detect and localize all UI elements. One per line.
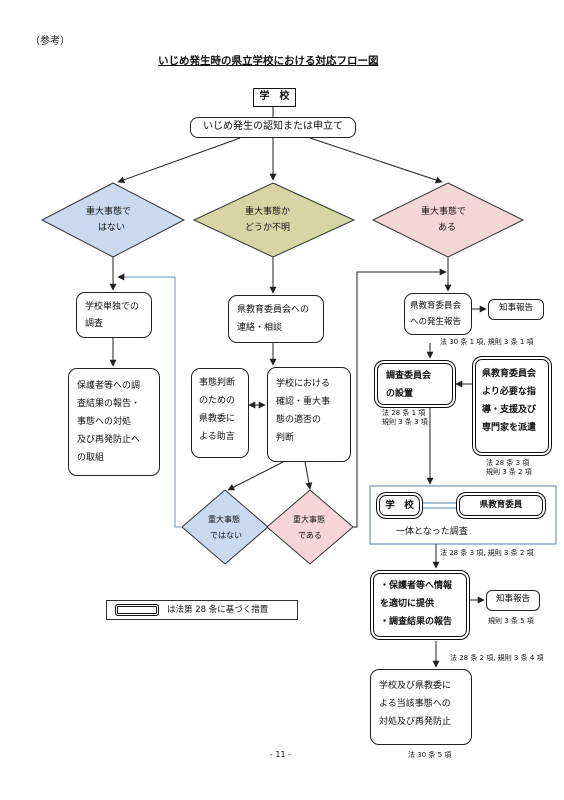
committee-line1: 調査委員会 bbox=[386, 371, 432, 381]
governor-report-2-box: 知事報告 bbox=[486, 590, 540, 611]
advice-line3: 県教委に bbox=[199, 414, 236, 424]
dispatch-box: 県教育委員会 より必要な指 導・支援及び 専門家を派遣 bbox=[472, 356, 552, 456]
law-ref-6: 法 28 条 2 項, 規則 3 条 4 項 bbox=[450, 654, 544, 662]
occurrence-report-line1: 県教育委員会 bbox=[410, 301, 462, 311]
info-provide-line1: ・保護者等へ情報 bbox=[380, 581, 453, 591]
school-survey-line2: 調査 bbox=[85, 319, 104, 329]
advice-line1: 事態判断 bbox=[199, 378, 236, 388]
law-ref-5: 規則 3 条 5 項 bbox=[488, 617, 534, 625]
advice-line4: よる助言 bbox=[199, 432, 235, 442]
governor-report-1-box: 知事報告 bbox=[488, 299, 544, 320]
info-provide-line3: ・調査結果の報告 bbox=[380, 617, 453, 627]
joint-survey-group bbox=[369, 485, 557, 545]
legend-label: は法第 28 条に基づく措置 bbox=[167, 605, 269, 615]
diamond-lower-serious bbox=[266, 489, 354, 565]
dispatch-line3: 導・支援及び bbox=[482, 405, 537, 415]
law-ref-1: 法 30 条 1 項, 規則 3 条 1 項 bbox=[440, 338, 534, 346]
judgement-line1: 学校における bbox=[276, 379, 331, 389]
judgement-box: 学校における 確認・重大事 態の適否の 判断 bbox=[267, 367, 351, 462]
diamond-lower-left-line2: ではない bbox=[210, 531, 242, 540]
law-ref-7: 法 30 条 5 項 bbox=[408, 751, 452, 759]
law-ref-4: 法 28 条 3 項, 規則 3 条 2 項 bbox=[440, 549, 534, 557]
legend-double-border-sample bbox=[115, 604, 159, 616]
joint-school-box: 学 校 bbox=[376, 492, 423, 519]
committee-line2: の設置 bbox=[386, 389, 414, 399]
law-ref-3b: 規則 3 条 2 項 bbox=[486, 468, 532, 476]
info-provide-line2: を適切に提供 bbox=[380, 599, 435, 609]
diamond-right-line2: ある bbox=[438, 223, 457, 233]
final-line3: 対処及び再発防止 bbox=[379, 717, 452, 727]
dispatch-line2: より必要な指 bbox=[482, 387, 536, 397]
report-steps-line4: 及び再発防止へ bbox=[77, 435, 141, 445]
report-steps-line3: 事態への対処 bbox=[77, 417, 132, 427]
dispatch-line1: 県教育委員会 bbox=[482, 369, 537, 379]
final-line2: よる当該事態への bbox=[379, 699, 451, 709]
page-number: - 11 - bbox=[270, 750, 292, 759]
final-line1: 学校及び県教委に bbox=[379, 681, 452, 691]
diamond-left-line1: 重大事態で bbox=[86, 207, 132, 217]
judgement-line4: 判断 bbox=[276, 433, 295, 443]
school-header-box: 学 校 bbox=[253, 88, 296, 107]
diamond-lower-left-line1: 重大事態 bbox=[208, 515, 240, 524]
consult-line2: 連絡・相談 bbox=[237, 323, 283, 333]
occurrence-report-line2: への発生報告 bbox=[410, 317, 462, 327]
school-survey-box: 学校単独での 調査 bbox=[76, 292, 152, 338]
joint-survey-label: 一体となった調査 bbox=[396, 527, 468, 537]
diamond-mid-line2: どうか不明 bbox=[245, 223, 291, 233]
advice-box: 事態判断 のための 県教委に よる助言 bbox=[191, 368, 249, 458]
diamond-right-line1: 重大事態で bbox=[421, 207, 467, 217]
report-steps-line1: 保護者等への調 bbox=[77, 381, 141, 391]
legend-box: は法第 28 条に基づく措置 bbox=[106, 600, 298, 620]
committee-box: 調査委員会 の設置 bbox=[374, 360, 456, 408]
start-box: いじめ発生の認知または申立て bbox=[190, 117, 356, 138]
consult-line1: 県教育委員会への bbox=[237, 305, 310, 315]
consult-box: 県教育委員会への 連絡・相談 bbox=[228, 295, 324, 343]
reference-note: （参考） bbox=[30, 36, 70, 47]
report-steps-line2: 査結果の報告・ bbox=[77, 399, 141, 409]
diamond-lower-right-line1: 重大事態 bbox=[293, 515, 325, 524]
report-steps-box: 保護者等への調 査結果の報告・ 事態への対処 及び再発防止へ の取組 bbox=[68, 368, 160, 476]
diamond-left-line2: はない bbox=[98, 223, 126, 233]
dispatch-line4: 専門家を派遣 bbox=[482, 423, 537, 433]
school-survey-line1: 学校単独での bbox=[85, 302, 140, 312]
final-box: 学校及び県教委に よる当該事態への 対処及び再発防止 bbox=[370, 669, 472, 745]
info-provide-box: ・保護者等へ情報 を適切に提供 ・調査結果の報告 bbox=[370, 570, 470, 640]
report-steps-line5: の取組 bbox=[77, 453, 105, 463]
judgement-line2: 確認・重大事 bbox=[276, 397, 331, 407]
law-ref-3a: 法 28 条 3 項 bbox=[486, 459, 530, 467]
joint-board-box: 県教育委員 bbox=[456, 492, 546, 519]
advice-line2: のための bbox=[199, 396, 236, 406]
diamond-lower-right-line2: である bbox=[298, 531, 322, 540]
judgement-line3: 態の適否の bbox=[276, 415, 322, 425]
law-ref-2a: 法 28 条 1 項 bbox=[382, 409, 426, 417]
diamond-mid-line1: 重大事態か bbox=[245, 207, 291, 217]
law-ref-2b: 規則 3 条 3 項 bbox=[382, 418, 428, 426]
occurrence-report-box: 県教育委員会 への発生報告 bbox=[404, 293, 472, 335]
diamond-lower-not-serious bbox=[181, 489, 269, 565]
page-title: いじめ発生時の県立学校における対応フロー図 bbox=[158, 55, 379, 67]
